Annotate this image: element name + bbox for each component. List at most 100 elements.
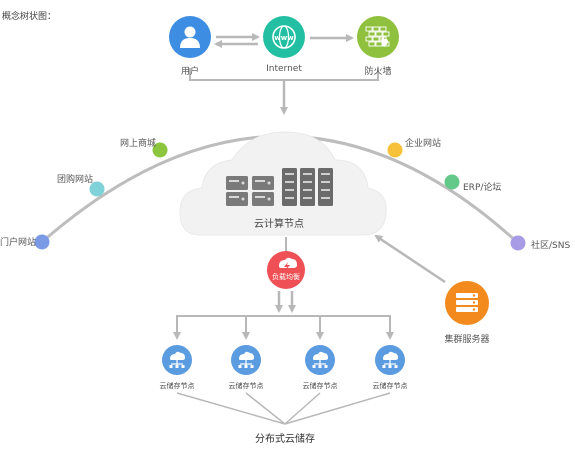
- cluster-server-bar: [456, 300, 478, 305]
- tower-server: [300, 168, 315, 206]
- tower-slot: [321, 197, 330, 199]
- server-led: [241, 197, 245, 201]
- cluster-server-led: [472, 308, 476, 311]
- storage-leaf: [388, 365, 392, 368]
- server-rack: [226, 176, 248, 190]
- storage-node-icon: [305, 345, 335, 375]
- site-label-portal: 门户网站: [0, 238, 37, 248]
- server-led: [241, 181, 245, 185]
- scheduler-cloud-glyph: [279, 257, 297, 268]
- wall-brick: [368, 31, 376, 37]
- server-unit: [252, 176, 274, 190]
- site-dot: [510, 235, 526, 251]
- server-unit: [226, 176, 248, 190]
- wall-brick: [365, 26, 373, 32]
- cluster-server-bar: [456, 293, 478, 298]
- tower-server: [318, 168, 333, 206]
- storage-leaf: [169, 365, 173, 368]
- storage-node-label: 云储存节点: [372, 382, 408, 390]
- site-label-erp: ERP/论坛: [463, 183, 502, 193]
- converge-line: [176, 392, 286, 425]
- site-dot: [444, 174, 460, 190]
- storage-node-icon: [231, 345, 261, 375]
- storage-node-label: 云储存节点: [159, 382, 195, 390]
- storage-node-label: 云储存节点: [228, 382, 264, 390]
- wall-brick: [368, 41, 376, 47]
- site-dot: [89, 181, 105, 197]
- cluster-server-bar: [456, 307, 478, 312]
- tower-slot: [303, 173, 312, 175]
- server-slot: [229, 180, 239, 182]
- globe-meridian: [278, 25, 290, 49]
- storage-leaf: [324, 365, 328, 368]
- tower-slot: [321, 189, 330, 191]
- cloud-compute-label: 云计算节点: [254, 219, 304, 230]
- storage-cloud-glyph: [313, 351, 328, 360]
- server-rack: [252, 176, 274, 190]
- user-head: [184, 26, 196, 38]
- firewall-label: 防火墙: [364, 67, 392, 77]
- diagram-title: 概念树状图：: [2, 12, 57, 22]
- server-led: [267, 197, 271, 201]
- storage-leaf: [318, 365, 322, 368]
- wall-brick: [375, 41, 383, 47]
- cluster-server-led: [472, 294, 476, 297]
- storage-leaf: [238, 365, 242, 368]
- server-slot: [255, 196, 265, 198]
- tower-slot: [285, 181, 294, 183]
- wall-brick: [372, 36, 380, 42]
- storage-leaf: [312, 365, 316, 368]
- storage-node-label: 云储存节点: [302, 382, 338, 390]
- wall-brick: [379, 26, 387, 32]
- storage-node-icon: [162, 345, 192, 375]
- tower-slot: [285, 189, 294, 191]
- converge-line: [245, 392, 286, 425]
- scheduler-label: 负载均衡: [272, 273, 300, 281]
- storage-leaf: [394, 365, 398, 368]
- site-dot: [34, 234, 50, 250]
- tower-slot: [303, 189, 312, 191]
- wall-brick: [375, 31, 383, 37]
- server-unit: [252, 192, 274, 206]
- storage-node-icon: [375, 345, 405, 375]
- server-rack: [252, 192, 274, 206]
- bolt-icon: [284, 262, 290, 271]
- wall-brick: [382, 31, 390, 37]
- server-slot: [255, 180, 265, 182]
- tower-slot: [321, 173, 330, 175]
- internet-label: Internet: [266, 64, 302, 74]
- storage-leaf: [175, 365, 179, 368]
- scheduler-icon: [267, 251, 305, 289]
- server-rack: [226, 192, 248, 206]
- server-slot: [229, 196, 239, 198]
- user-body: [180, 38, 200, 48]
- www-text: www: [274, 34, 294, 42]
- site-label-enterprise: 企业网站: [405, 139, 442, 149]
- storage-leaf: [244, 365, 248, 368]
- tower-server: [282, 168, 297, 206]
- internet-icon: [263, 16, 305, 58]
- storage-leaf: [181, 365, 185, 368]
- user-label: 用户: [180, 67, 200, 77]
- cluster-server-led: [472, 301, 476, 304]
- site-label-groupbuy: 团购网站: [57, 175, 94, 185]
- converge-line: [284, 392, 321, 425]
- server-led: [267, 181, 271, 185]
- storage-cloud-glyph: [239, 351, 254, 360]
- distribution-bracket: [176, 315, 391, 338]
- wall-brick: [372, 26, 380, 32]
- flame-icon: [381, 36, 388, 47]
- storage-cloud-glyph: [170, 351, 185, 360]
- storage-cloud-glyph: [383, 351, 398, 360]
- site-dot: [387, 142, 403, 158]
- tower-slot: [303, 197, 312, 199]
- tower-slot: [321, 181, 330, 183]
- distributed-storage-label: 分布式云储存: [255, 434, 315, 445]
- tower-slot: [303, 181, 312, 183]
- arrow-cluster-to-cloud: [374, 234, 446, 284]
- storage-leaf: [250, 365, 254, 368]
- wall-brick: [365, 36, 373, 42]
- tower-slot: [285, 197, 294, 199]
